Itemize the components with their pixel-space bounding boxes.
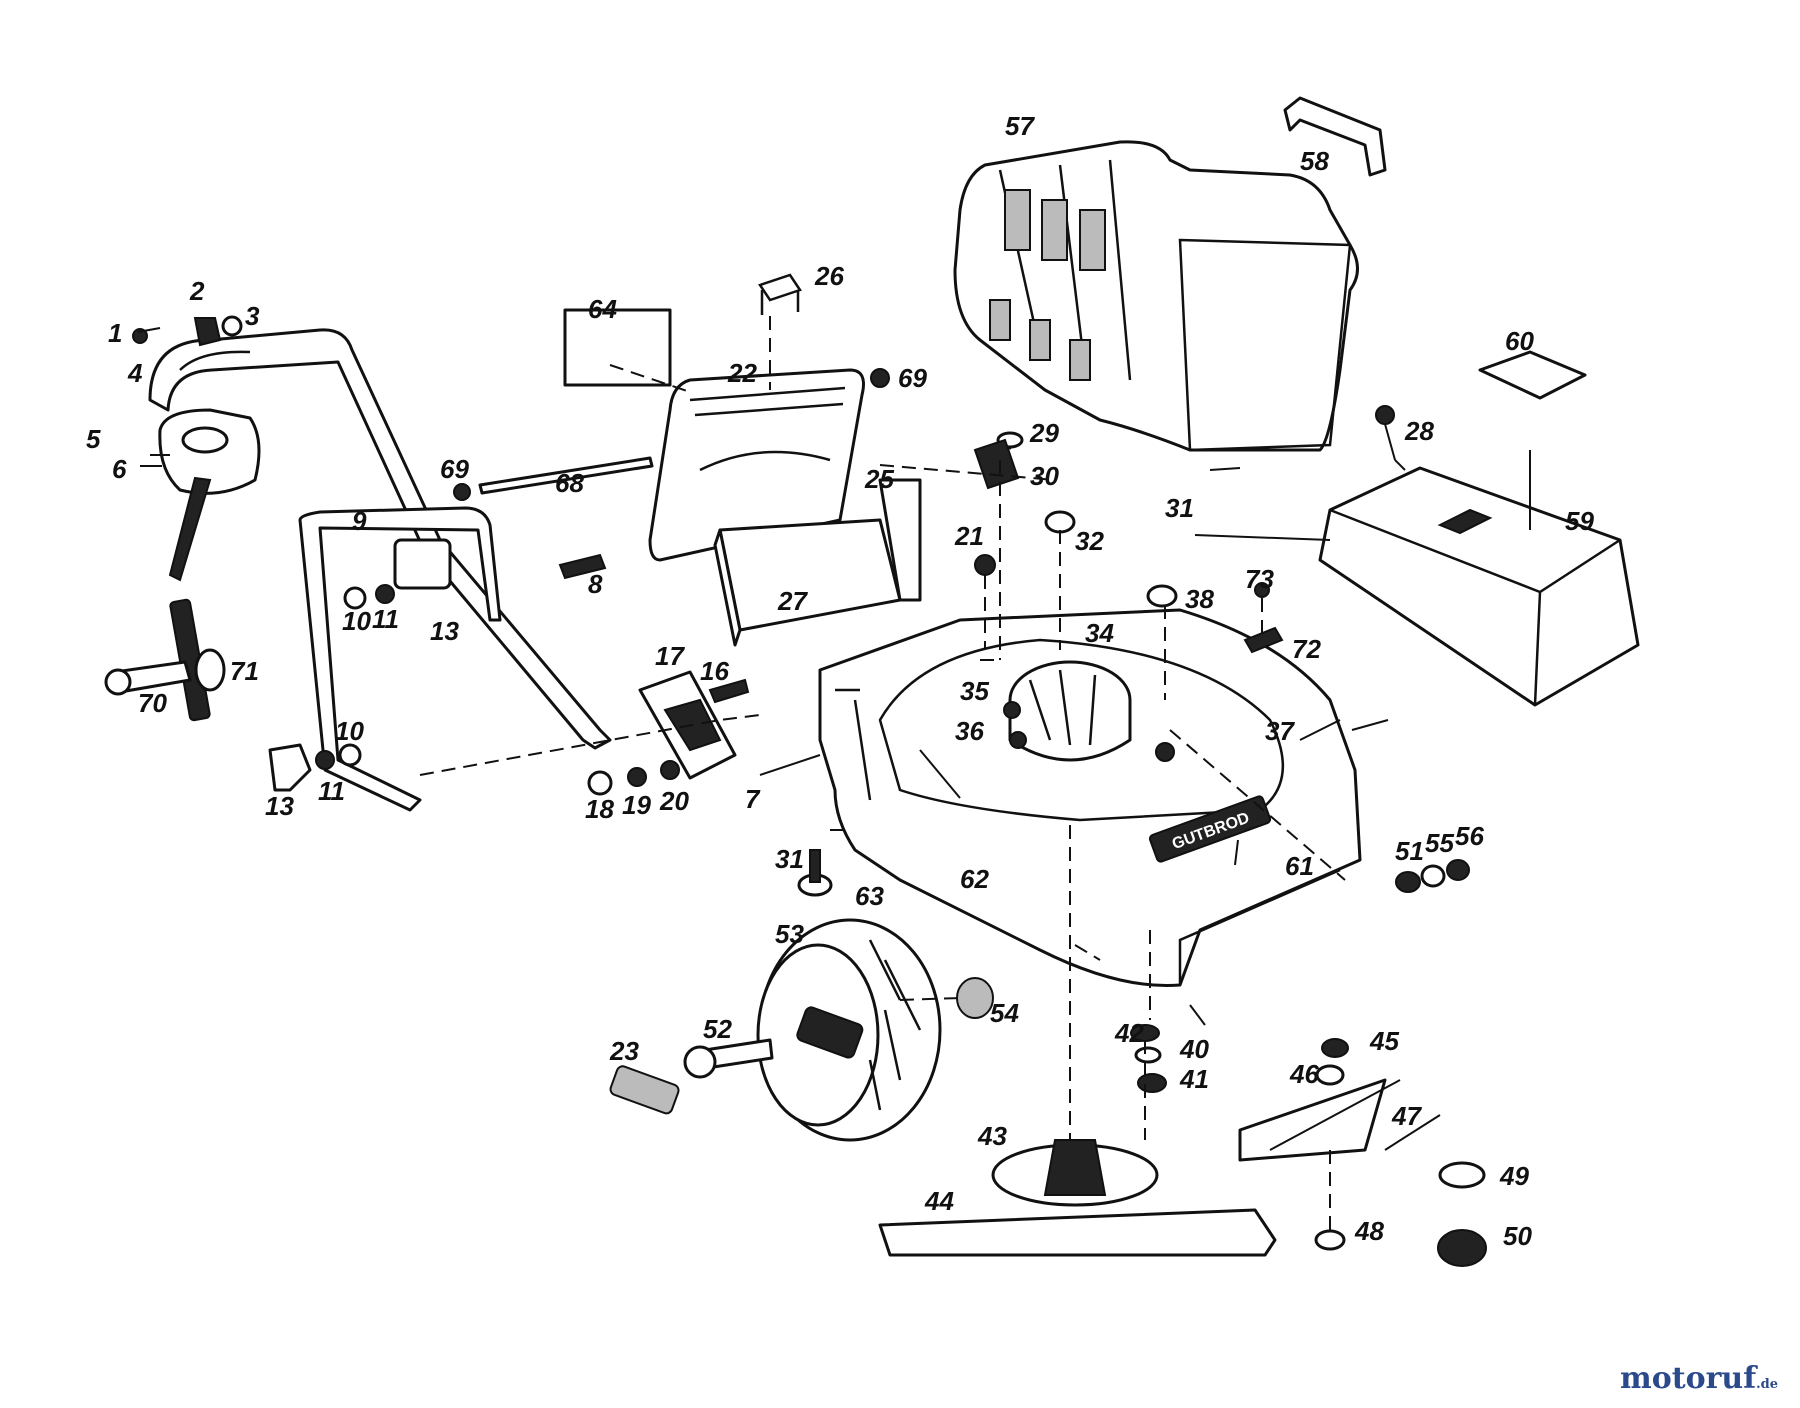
motor-top-parts: [973, 431, 1284, 654]
callout-27: 27: [777, 586, 808, 616]
callout-71: 71: [230, 656, 259, 686]
callout-21: 21: [954, 521, 984, 551]
watermark-main: motoruf: [1619, 1361, 1757, 1396]
callout-42: 42: [1114, 1018, 1144, 1048]
watermark-suffix: .de: [1756, 1377, 1778, 1392]
upper-handle: [148, 328, 612, 750]
housing-bolt: [797, 849, 833, 897]
callout-23: 23: [609, 1036, 639, 1066]
handle-clamp-parts: [268, 538, 607, 792]
callout-3: 3: [245, 301, 260, 331]
callout-63: 63: [855, 881, 884, 911]
callout-54: 54: [990, 998, 1019, 1028]
assembly-lines: [419, 316, 1346, 1230]
callout-2: 2: [189, 276, 205, 306]
rear-cover: [1318, 466, 1640, 707]
callout-7: 7: [745, 784, 761, 814]
callout-60: 60: [1505, 326, 1534, 356]
callout-16: 16: [700, 656, 729, 686]
cable-relief-parts: [104, 598, 226, 722]
flap-bracket: [713, 478, 922, 647]
callout-52: 52: [703, 1014, 732, 1044]
callout-50: 50: [1503, 1221, 1532, 1251]
switch-box: [158, 408, 261, 582]
callout-5: 5: [86, 424, 101, 454]
callout-48: 48: [1354, 1216, 1384, 1246]
grass-box: [953, 140, 1359, 452]
lower-handle: [298, 506, 502, 812]
callout-43: 43: [977, 1121, 1007, 1151]
callout-20: 20: [659, 786, 689, 816]
callout-11-upper: 11: [372, 604, 399, 634]
callout-37: 37: [1265, 716, 1295, 746]
grass-box-handle: [1283, 96, 1387, 177]
callout-8: 8: [588, 569, 603, 599]
flap-spring: [758, 273, 802, 315]
callout-38: 38: [1185, 584, 1214, 614]
callout-46: 46: [1289, 1059, 1319, 1089]
callout-31-left: 31: [775, 844, 804, 874]
callout-25: 25: [864, 464, 894, 494]
callout-34: 34: [1085, 618, 1114, 648]
height-adjuster: [587, 670, 750, 796]
callout-69-left: 69: [440, 454, 469, 484]
callout-32: 32: [1075, 526, 1104, 556]
callout-62: 62: [960, 864, 989, 894]
wheel: [609, 918, 994, 1142]
callout-13-upper: 13: [430, 616, 459, 646]
callout-69-right: 69: [898, 363, 927, 393]
callout-59: 59: [1565, 506, 1594, 536]
switch-screw-parts: [132, 315, 243, 347]
callout-18: 18: [585, 794, 614, 824]
rear-flap: [563, 308, 865, 562]
leader-lines: [137, 327, 1531, 1151]
callout-10-lower: 10: [335, 716, 364, 746]
callout-35: 35: [960, 676, 989, 706]
callout-17: 17: [655, 641, 685, 671]
callout-45: 45: [1369, 1026, 1399, 1056]
callout-53: 53: [775, 919, 804, 949]
callout-68: 68: [555, 468, 584, 498]
motor: [1003, 660, 1175, 762]
callout-57: 57: [1005, 111, 1035, 141]
callout-29: 29: [1029, 418, 1059, 448]
mower-housing: GUTBROD: [818, 608, 1362, 988]
part-callouts: 1 2 3 4 5 6 7 8 9 10 10 11 11 13 13 16 1…: [86, 111, 1594, 1251]
callout-31-right: 31: [1165, 493, 1194, 523]
callout-13-lower: 13: [265, 791, 294, 821]
callout-22: 22: [727, 358, 757, 388]
callout-61: 61: [1285, 851, 1314, 881]
callout-44: 44: [924, 1186, 954, 1216]
callout-72: 72: [1292, 634, 1321, 664]
callout-51: 51: [1395, 836, 1424, 866]
callout-41: 41: [1179, 1064, 1209, 1094]
cover-plate: [1478, 350, 1587, 400]
callout-6: 6: [112, 454, 127, 484]
callout-64: 64: [588, 294, 617, 324]
callout-26: 26: [814, 261, 844, 291]
callout-70: 70: [138, 688, 167, 718]
callout-40: 40: [1179, 1034, 1209, 1064]
callout-56: 56: [1455, 821, 1484, 851]
callout-55: 55: [1425, 828, 1454, 858]
callout-9: 9: [352, 506, 367, 536]
blade-assembly: [878, 859, 1487, 1267]
callout-1: 1: [108, 318, 122, 348]
callout-30: 30: [1030, 461, 1059, 491]
callout-73: 73: [1245, 564, 1274, 594]
site-watermark: motoruf.de: [1620, 1361, 1778, 1396]
callout-47: 47: [1391, 1101, 1422, 1131]
flap-rod: [453, 368, 890, 501]
callout-49: 49: [1499, 1161, 1529, 1191]
callout-19: 19: [622, 790, 651, 820]
callout-36: 36: [955, 716, 984, 746]
callout-28: 28: [1404, 416, 1434, 446]
callout-10-upper: 10: [342, 606, 371, 636]
callout-11-lower: 11: [318, 776, 345, 806]
callout-58: 58: [1300, 146, 1329, 176]
callout-4: 4: [127, 358, 143, 388]
cover-screw: [1375, 405, 1396, 461]
